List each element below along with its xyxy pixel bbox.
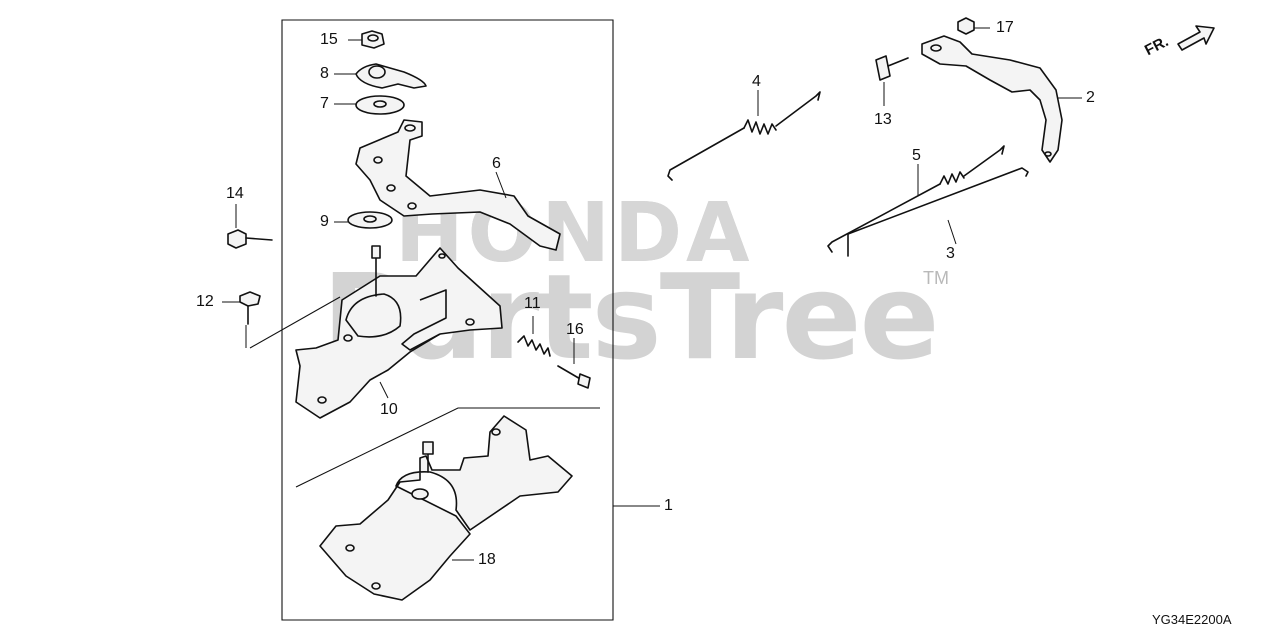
callout-6: 6	[492, 155, 501, 172]
callout-4: 4	[752, 73, 761, 90]
callout-14: 14	[226, 185, 244, 202]
part-14-bolt	[227, 204, 273, 249]
callout-18: 18	[478, 551, 496, 568]
callout-12: 12	[196, 293, 214, 310]
part-4-spring-rod	[667, 90, 821, 181]
part-11-spring	[517, 316, 551, 357]
callout-10: 10	[380, 401, 398, 418]
divider-lower	[295, 407, 600, 488]
callout-9: 9	[320, 213, 329, 230]
callout-17: 17	[996, 19, 1014, 36]
watermark-tm: TM	[923, 268, 949, 288]
callout-13: 13	[874, 111, 892, 128]
part-3-rod	[847, 167, 1029, 257]
callout-15: 15	[320, 31, 338, 48]
part-17-nut	[957, 17, 990, 35]
part-16-screw	[557, 338, 591, 389]
callout-2: 2	[1086, 89, 1095, 106]
diagram-code: YG34E2200A	[1152, 612, 1232, 627]
part-9-washer	[334, 211, 393, 229]
front-arrow-icon	[1177, 25, 1215, 51]
part-7-washer	[334, 95, 405, 115]
callout-5: 5	[912, 147, 921, 164]
part-8-plate	[334, 63, 427, 89]
part-5-rod	[827, 145, 1005, 253]
divider-upper	[249, 296, 341, 349]
callout-8: 8	[320, 65, 329, 82]
callout-11: 11	[524, 295, 541, 312]
callout-1: 1	[664, 497, 673, 514]
part-12-bolt	[222, 291, 261, 325]
part-6-lever	[355, 119, 561, 251]
part-2-lever-arm	[921, 35, 1082, 163]
callout-16: 16	[566, 321, 584, 338]
part-15-nut	[348, 30, 385, 49]
assembly-frame	[281, 19, 614, 621]
callout-7: 7	[320, 95, 329, 112]
part-18-lower-base	[319, 415, 573, 601]
callout-3: 3	[946, 245, 955, 262]
part-10-base-plate	[295, 245, 503, 419]
part-13-pin	[875, 55, 909, 106]
